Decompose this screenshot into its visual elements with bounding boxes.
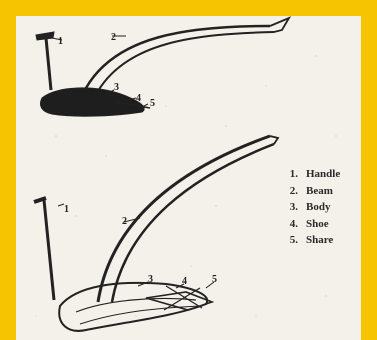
legend-item: 4. Shoe [286,216,340,233]
top-callout-5: 5 [150,98,155,109]
top-callout-1: 1 [58,36,63,47]
bottom-callout-1: 1 [64,204,69,215]
bottom-beam-upper [112,144,274,302]
bottom-handle-shaft [44,200,54,300]
plough-top [36,18,289,116]
top-callout-3: 3 [114,82,119,93]
legend-number: 1. [286,166,298,183]
legend-label: Share [306,232,333,249]
legend-number: 2. [286,183,298,200]
legend-label: Beam [306,183,333,200]
parts-legend: 1. Handle 2. Beam 3. Body 4. Shoe 5. Sha… [286,166,340,249]
top-body-mass [40,88,144,116]
top-callout-4: 4 [136,93,141,104]
legend-item: 3. Body [286,199,340,216]
legend-number: 5. [286,232,298,249]
bottom-callout-3: 3 [148,274,153,285]
bottom-callout-4: 4 [182,276,187,287]
bottom-beam-tip [270,136,278,144]
top-beam-tip [270,18,289,32]
top-beam-upper [98,32,274,91]
legend-number: 4. [286,216,298,233]
top-callout-2: 2 [111,32,116,43]
bottom-callout-5: 5 [212,274,217,285]
legend-label: Shoe [306,216,329,233]
legend-item: 1. Handle [286,166,340,183]
diagram-paper: 1 2 3 4 5 [16,16,361,340]
bottom-shoe-line [76,299,196,313]
legend-label: Body [306,199,330,216]
legend-item: 5. Share [286,232,340,249]
top-handle-shaft [46,38,51,90]
legend-item: 2. Beam [286,183,340,200]
plough-bottom [34,136,278,331]
bottom-callout-2: 2 [122,216,127,227]
legend-label: Handle [306,166,340,183]
legend-number: 3. [286,199,298,216]
top-handle-grip [36,32,54,40]
